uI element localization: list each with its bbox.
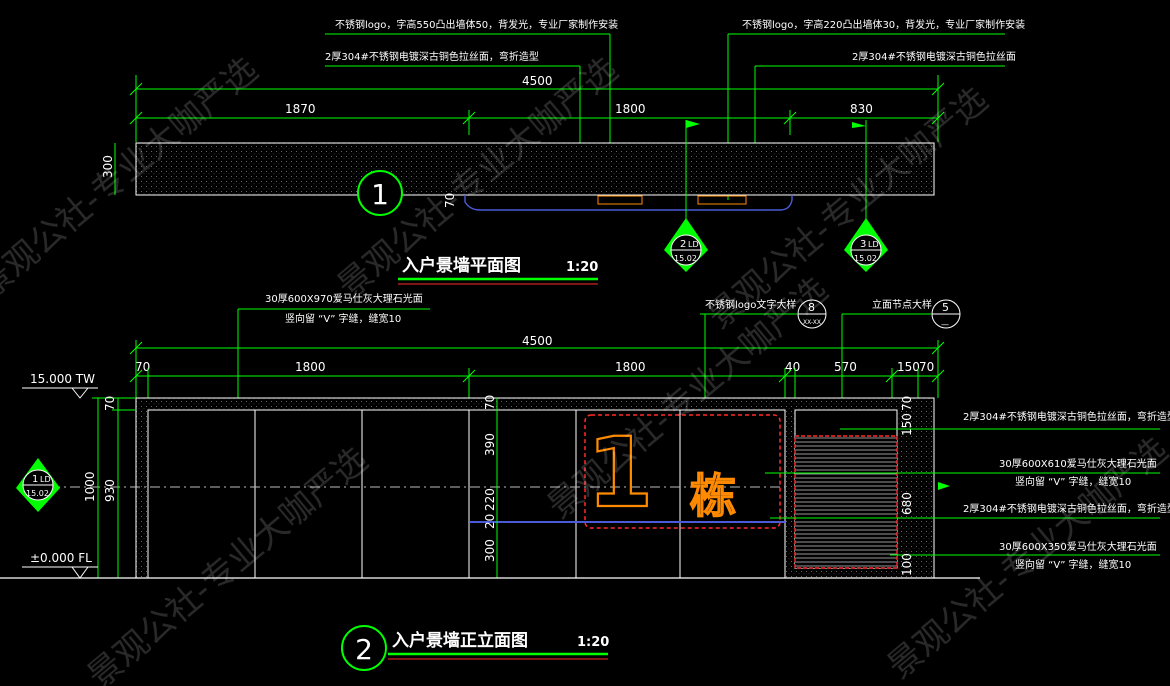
plan-dim-total: 4500	[522, 74, 553, 88]
plan-step-outline	[464, 195, 793, 211]
elev-dim-mid-2: 220	[483, 488, 497, 511]
elev-note-left-2: 竖向留 “V” 字缝，缝宽10	[285, 312, 401, 325]
section-mark-num: 1	[32, 474, 38, 485]
detail-ref-1-label: 不锈钢logo文字大样	[705, 298, 796, 311]
elev-note-right-1: 2厚304#不锈钢电镀深古铜色拉丝面，弯折造型	[963, 410, 1170, 423]
section-mark-code: LD	[40, 475, 51, 484]
plan-depth-label: 300	[101, 155, 115, 178]
section-mark-sheet: 15.02	[854, 254, 877, 263]
elev-dim-total: 4500	[522, 334, 553, 348]
elev-dim-left-2: 930	[103, 479, 117, 502]
elev-note-right-5: 30厚600X350爱马仕灰大理石光面	[999, 540, 1157, 553]
detail-ref-2-num: 5	[942, 301, 949, 314]
plan-step-label: 70	[443, 193, 457, 208]
level-bottom: ±0.000 FL	[30, 551, 92, 565]
elev-dim-right-0: 70	[900, 396, 914, 411]
plan-dim-c: 830	[850, 102, 873, 116]
plan-scale: 1:20	[566, 260, 598, 275]
section-mark-sheet: 15.02	[674, 254, 697, 263]
elev-dim-mid-0: 70	[483, 395, 497, 410]
elev-tick	[931, 341, 945, 355]
plan-number-circle	[357, 170, 403, 216]
detail-ref-1-sub: XX-XX	[803, 319, 821, 326]
plan-tick	[931, 82, 945, 96]
level-bottom-marker	[71, 566, 89, 579]
plan-logo-box-1	[597, 195, 643, 205]
elev-dim-f: 70	[919, 360, 934, 374]
elev-dim-b: 1800	[615, 360, 646, 374]
elev-dim-e: 150	[897, 360, 920, 374]
plan-tick	[129, 82, 143, 96]
logo-area	[584, 414, 781, 529]
plan-note-1: 不锈钢logo，字高550凸出墙体50，背发光，专业厂家制作安装	[335, 18, 618, 31]
elev-note-right-3: 竖向留 “V” 字缝，缝宽10	[1015, 475, 1131, 488]
section-mark-num: 2	[680, 239, 686, 250]
elev-note-right-2: 30厚600X610爱马仕灰大理石光面	[999, 457, 1157, 470]
elev-tick	[885, 369, 899, 383]
right-panel-hatch	[794, 435, 898, 569]
logo-text: 栋	[690, 469, 736, 523]
elev-dim-a: 1800	[295, 360, 326, 374]
plan-tick	[462, 111, 476, 125]
elev-tick	[129, 341, 143, 355]
elev-tick	[129, 369, 143, 383]
elev-dim-right-2: 680	[900, 492, 914, 515]
section-mark-1: 1 LD 15.02	[16, 458, 60, 512]
plan-tick	[783, 111, 797, 125]
detail-ref-1-num: 8	[808, 301, 815, 314]
section-mark-sheet: 15.02	[26, 489, 49, 498]
elev-dim-left-0: 70	[103, 396, 117, 411]
plan-wall	[135, 142, 935, 196]
elev-dim-c: 40	[785, 360, 800, 374]
plan-dim-b: 1800	[615, 102, 646, 116]
elev-dim-right-3: 100	[900, 553, 914, 576]
plan-note-3: 不锈钢logo，字高220凸出墙体30，背发光，专业厂家制作安装	[742, 18, 1025, 31]
elev-dim-left-1: 1000	[83, 471, 97, 502]
plan-title: 入户景墙平面图	[402, 255, 521, 276]
elev-dim-mid-4: 300	[483, 539, 497, 562]
section-mark-code: LD	[688, 240, 699, 249]
detail-ref-2-sub: —	[941, 320, 949, 329]
elev-dim-right-1: 150	[900, 413, 914, 436]
plan-tick	[129, 111, 143, 125]
plan-number: 1	[371, 178, 389, 211]
elevation-number: 2	[355, 633, 373, 666]
plan-note-2: 2厚304#不锈钢电镀深古铜色拉丝面，弯折造型	[325, 50, 539, 63]
section-mark-num: 3	[860, 239, 866, 250]
elev-dim-mid-1: 390	[483, 433, 497, 456]
section-mark-3: 3 LD 15.02	[844, 120, 888, 272]
elev-dim-left-edge: 70	[135, 360, 150, 374]
elev-dim-mid-3: 20	[483, 514, 497, 529]
plan-note-4: 2厚304#不锈钢电镀深古铜色拉丝面	[852, 50, 1016, 63]
logo-number: 1	[587, 417, 654, 529]
elev-note-right-4: 2厚304#不锈钢电镀深古铜色拉丝面，弯折造型	[963, 502, 1170, 515]
elev-tick	[462, 369, 476, 383]
plan-logo-box-2	[697, 195, 747, 205]
elev-tick	[931, 369, 945, 383]
plan-dim-a: 1870	[285, 102, 316, 116]
elevation-title: 入户景墙正立面图	[392, 630, 528, 651]
section-mark-2: 2 LD 15.02	[664, 120, 708, 272]
level-top-marker	[71, 387, 89, 399]
plan-view: 不锈钢logo，字高550凸出墙体50，背发光，专业厂家制作安装 2厚304#不…	[101, 18, 1025, 285]
elevation-number-circle	[341, 625, 387, 671]
detail-ref-2-label: 立面节点大样	[872, 298, 932, 311]
elev-tick	[778, 369, 792, 383]
elevation-view: 30厚600X970爱马仕灰大理石光面 竖向留 “V” 字缝，缝宽10 不锈钢l…	[0, 292, 1170, 671]
elev-dim-d: 570	[834, 360, 857, 374]
plan-tick	[931, 111, 945, 125]
elev-note-right-6: 竖向留 “V” 字缝，缝宽10	[1015, 558, 1131, 571]
elev-note-left-1: 30厚600X970爱马仕灰大理石光面	[265, 292, 423, 305]
elevation-scale: 1:20	[577, 635, 609, 650]
elevation-panel-area	[147, 409, 786, 579]
level-top: 15.000 TW	[30, 372, 95, 386]
section-mark-code: LD	[868, 240, 879, 249]
elev-flag	[938, 482, 950, 490]
